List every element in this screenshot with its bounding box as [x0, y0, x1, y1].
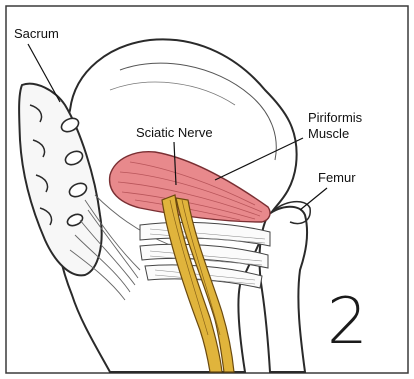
label-sciatic-nerve: Sciatic Nerve	[136, 125, 213, 140]
label-piriformis: Piriformis	[308, 110, 363, 125]
label-sacrum: Sacrum	[14, 26, 59, 41]
label-femur: Femur	[318, 170, 356, 185]
label-piriformis-muscle: Muscle	[308, 126, 349, 141]
panel-number: 2	[327, 285, 368, 359]
